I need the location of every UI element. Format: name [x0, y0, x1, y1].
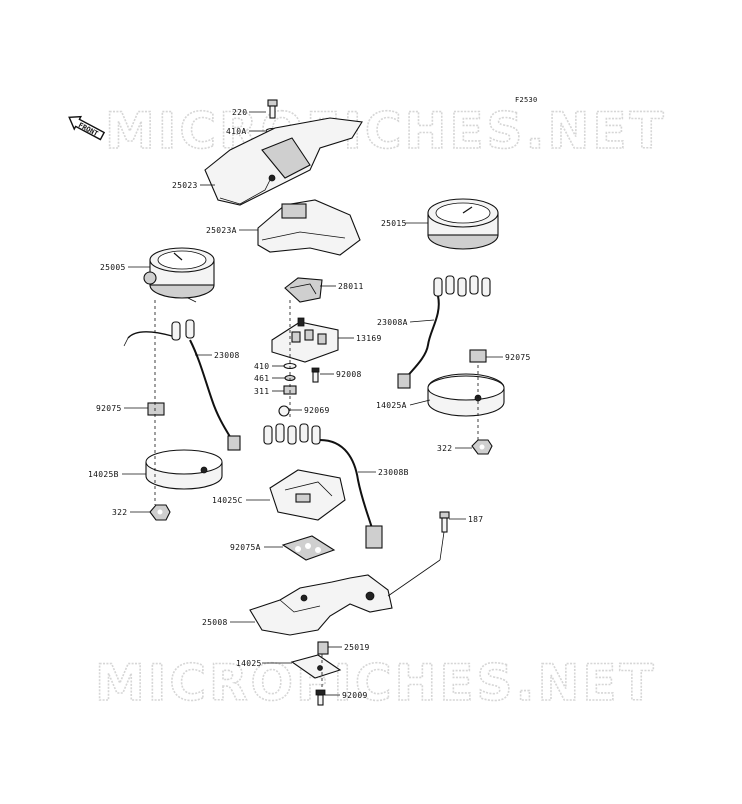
- label-13169: 13169: [356, 334, 382, 343]
- tachometer-25015: [427, 198, 499, 250]
- bulb-harness-23008: [123, 319, 241, 451]
- unit-28011: [284, 277, 323, 303]
- cushion-92075-left: [147, 402, 165, 416]
- figure-code: F2530: [515, 96, 538, 104]
- socket-13169: [271, 317, 339, 363]
- plate-14025: [290, 654, 342, 679]
- front-arrow-icon: FRONT: [68, 115, 106, 141]
- label-322-right: 322: [437, 444, 452, 453]
- label-92075a: 92075A: [230, 543, 261, 552]
- label-25005: 25005: [100, 263, 126, 272]
- label-311: 311: [254, 387, 269, 396]
- label-410a: 410A: [226, 127, 246, 136]
- leader-lines: [122, 111, 503, 696]
- bolt-187: [439, 511, 450, 533]
- watermark-top: MICROFICHES.NET: [105, 102, 667, 160]
- bulb-harness-23008b: [263, 423, 383, 549]
- label-14025: 14025: [236, 659, 262, 668]
- meter-bracket-25023: [204, 117, 363, 206]
- label-461: 461: [254, 374, 269, 383]
- label-92009: 92009: [342, 691, 368, 700]
- label-23008: 23008: [214, 351, 240, 360]
- label-25019: 25019: [344, 643, 370, 652]
- label-14025b: 14025B: [88, 470, 119, 479]
- label-14025c: 14025C: [212, 496, 243, 505]
- label-28011: 28011: [338, 282, 364, 291]
- label-23008b: 23008B: [378, 468, 409, 477]
- nut-322-left: [149, 504, 171, 521]
- case-14025c: [269, 469, 346, 521]
- screw-92009: [315, 689, 326, 706]
- label-25023: 25023: [172, 181, 198, 190]
- nut-322-right: [471, 439, 493, 455]
- grommet-92069: [278, 405, 290, 417]
- part-labels: 220 410A 25023 25023A 25015 25005 28011 …: [88, 108, 531, 700]
- label-14025a: 14025A: [376, 401, 407, 410]
- label-92069: 92069: [304, 406, 330, 415]
- label-322-left: 322: [112, 508, 127, 517]
- label-220: 220: [232, 108, 247, 117]
- cover-92075a: [281, 535, 336, 561]
- indicator-housing-25023a: [257, 199, 361, 256]
- label-92075-right: 92075: [505, 353, 531, 362]
- label-92075-left: 92075: [96, 404, 122, 413]
- label-187: 187: [468, 515, 483, 524]
- case-14025b: [145, 449, 223, 490]
- label-410: 410: [254, 362, 269, 371]
- speedometer-25005: [143, 247, 215, 303]
- case-14025a: [427, 373, 505, 417]
- label-23008a: 23008A: [377, 318, 408, 327]
- label-25023a: 25023A: [206, 226, 237, 235]
- spacer-25019: [317, 641, 329, 655]
- watermark-bottom: MICROFICHES.NET: [95, 654, 657, 712]
- screw-92008: [311, 367, 320, 383]
- cushion-92075-right: [469, 349, 487, 363]
- bolt-220: [267, 99, 278, 119]
- bulb-harness-23008a: [397, 275, 491, 389]
- bracket-25008: [249, 574, 393, 636]
- label-25008: 25008: [202, 618, 228, 627]
- label-92008: 92008: [336, 370, 362, 379]
- label-25015: 25015: [381, 219, 407, 228]
